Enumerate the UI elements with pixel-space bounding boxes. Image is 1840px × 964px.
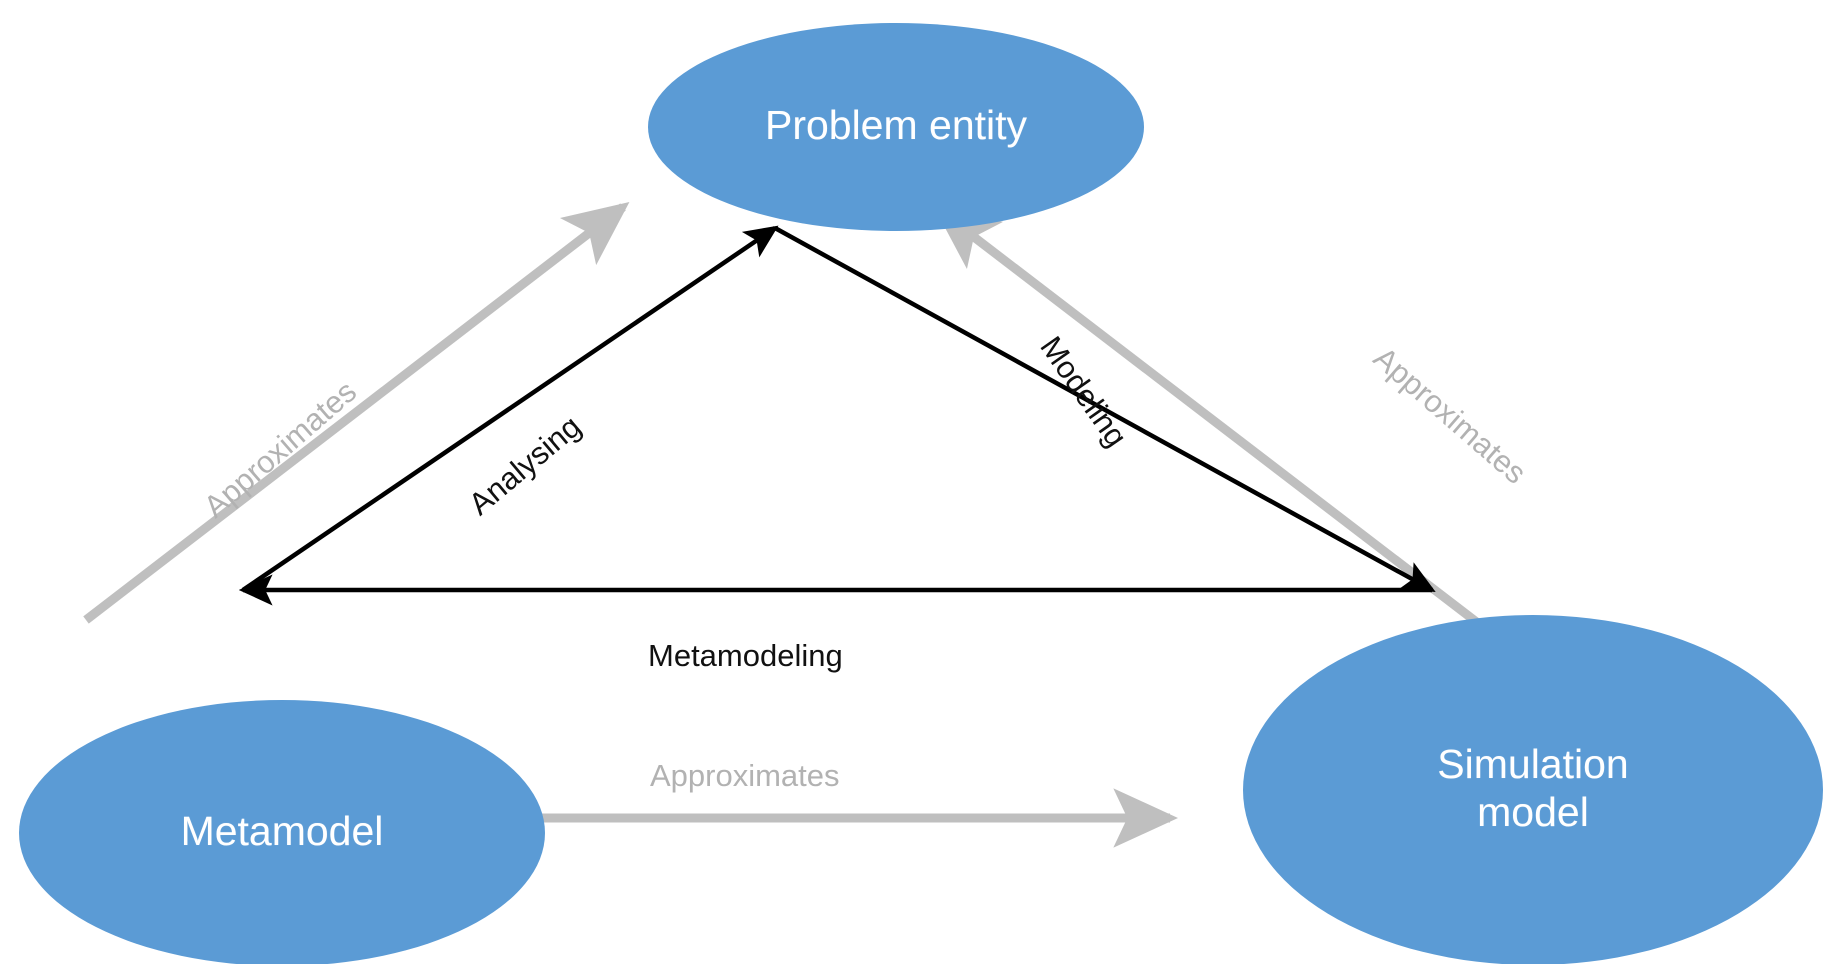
node-simulation-model[interactable] (1243, 615, 1823, 964)
inner-edge-modeling (773, 226, 1436, 593)
edge-label-approximates-bottom: Approximates (650, 758, 840, 793)
inner-edge-analysing (241, 225, 779, 592)
outer-edge-approximates-left (83, 202, 630, 624)
node-metamodel[interactable] (19, 700, 545, 964)
node-problem-entity[interactable] (648, 23, 1144, 231)
edge-label-metamodeling: Metamodeling (648, 638, 843, 673)
